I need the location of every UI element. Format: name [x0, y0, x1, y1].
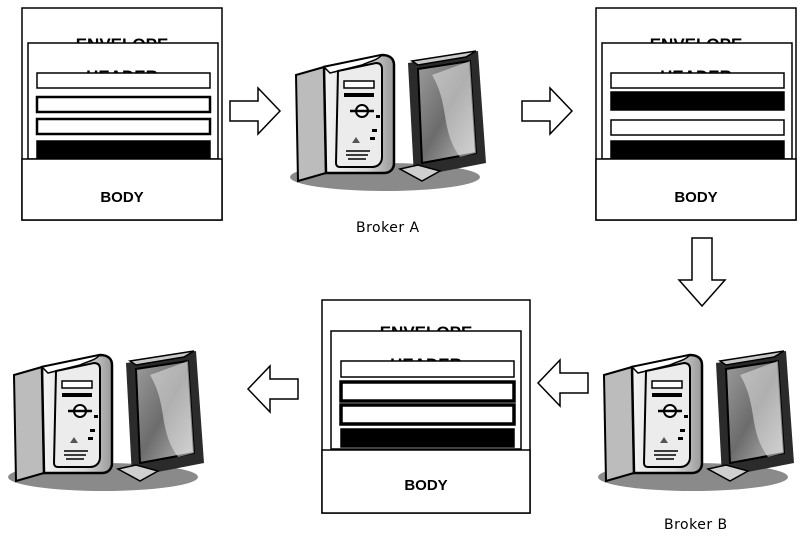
header-block-processed	[36, 140, 211, 159]
soap-message-2: ENVELOPE HEADER BODY	[595, 7, 797, 221]
header-block	[35, 117, 212, 136]
body-box	[21, 158, 223, 221]
body-label: BODY	[100, 189, 143, 206]
broker-b-label: Broker B	[664, 517, 728, 533]
body-label: BODY	[404, 477, 447, 494]
header-block	[340, 360, 515, 378]
header-block-processed	[339, 380, 516, 403]
header-block-processed	[610, 140, 785, 159]
soap-message-1: ENVELOPE HEADER BODY	[21, 7, 223, 221]
flow-arrow-left	[247, 365, 299, 413]
body-box	[595, 158, 797, 221]
header-block	[35, 95, 212, 114]
body-label: BODY	[674, 189, 717, 206]
header-block-processed	[340, 428, 515, 448]
computer-icon-destination	[6, 349, 206, 493]
broker-a-label: Broker A	[356, 220, 420, 236]
flow-arrow-left	[537, 359, 589, 407]
flow-arrow-right	[521, 87, 573, 135]
computer-icon-broker-a	[288, 49, 488, 193]
flow-arrow-right	[229, 87, 281, 135]
header-block	[610, 72, 785, 89]
body-box	[321, 449, 531, 514]
header-block	[610, 119, 785, 136]
header-block-processed	[339, 403, 516, 426]
soap-message-3: ENVELOPE HEADER BODY	[321, 299, 531, 514]
flow-arrow-down	[678, 237, 726, 307]
computer-icon-broker-b	[596, 349, 796, 493]
header-block	[36, 72, 211, 89]
header-block-processed	[610, 91, 785, 111]
